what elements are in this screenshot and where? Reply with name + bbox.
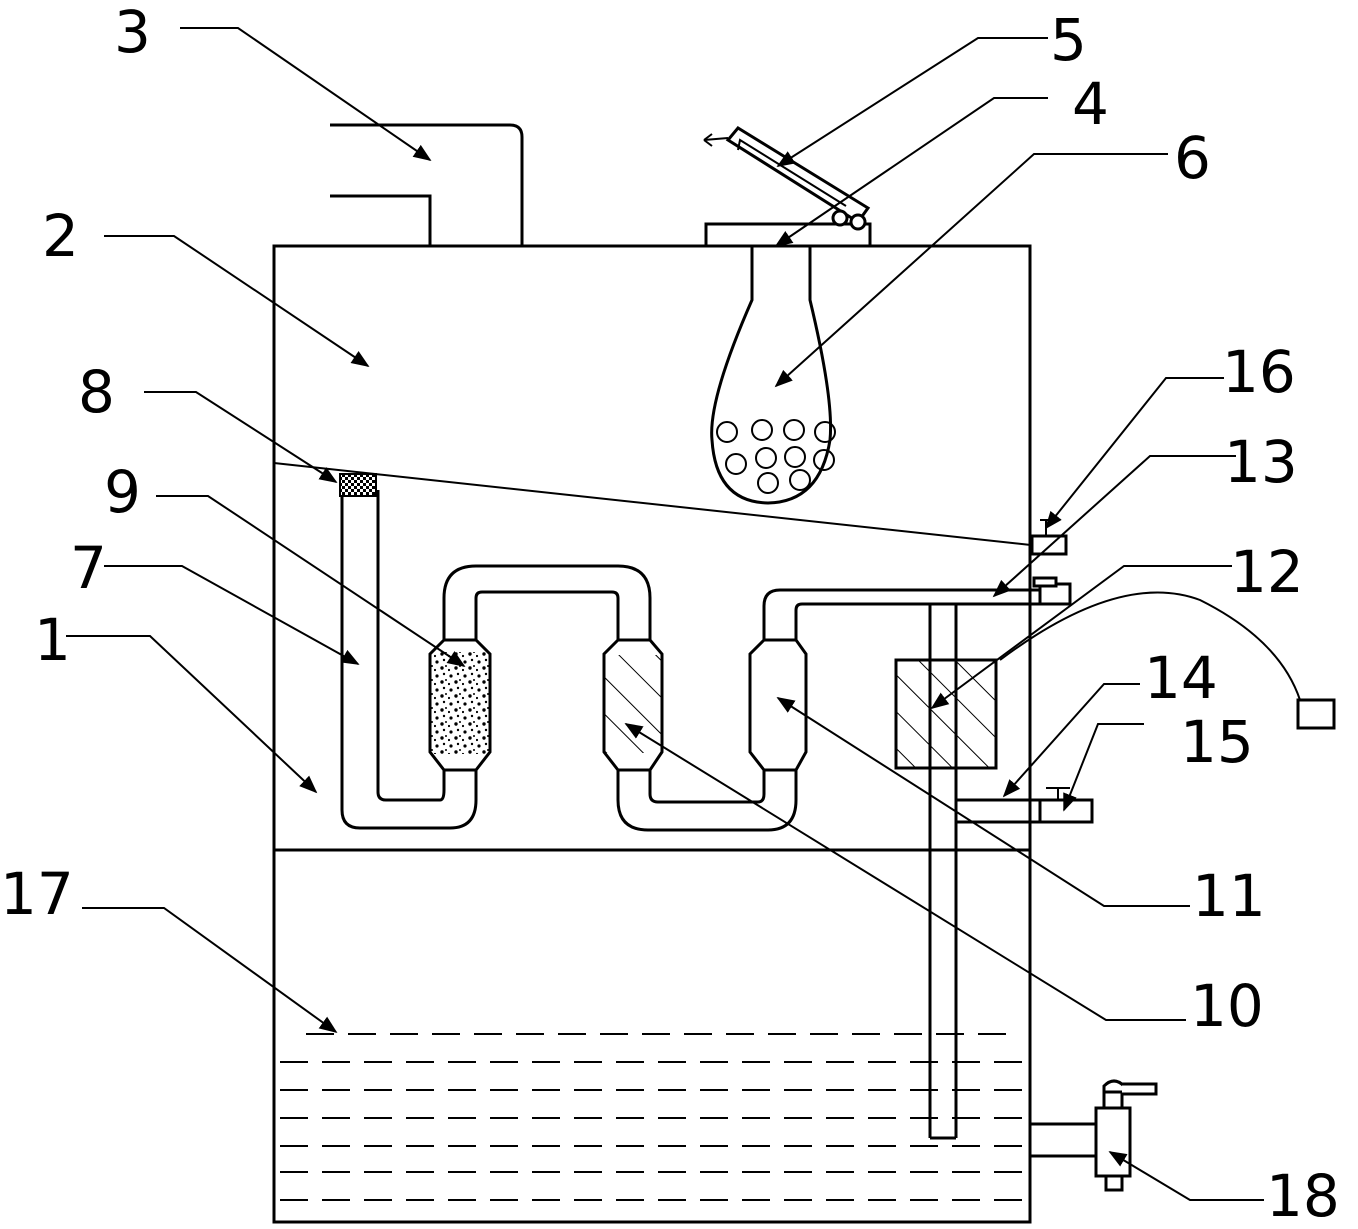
label-6: 6 <box>1174 124 1211 192</box>
sensor-wire <box>273 462 1041 547</box>
filter-11 <box>748 588 1040 772</box>
label-4: 4 <box>1072 70 1109 138</box>
label-14: 14 <box>1144 644 1218 712</box>
label-15: 15 <box>1180 708 1254 776</box>
sensor-cap <box>339 473 377 497</box>
label-7: 7 <box>70 534 107 602</box>
external-box <box>1296 698 1336 730</box>
housing <box>272 244 1032 1224</box>
label-11: 11 <box>1192 862 1266 930</box>
label-5: 5 <box>1050 6 1087 74</box>
label-12: 12 <box>1230 538 1304 606</box>
water-level <box>280 1033 1028 1201</box>
label-13: 13 <box>1224 428 1298 496</box>
filter-9 <box>428 564 652 772</box>
flask-with-beads <box>710 246 836 505</box>
label-18: 18 <box>1266 1162 1340 1229</box>
leader-lines <box>66 27 1264 1201</box>
u-tube-7 <box>340 490 478 830</box>
filter-box-12 <box>894 658 998 770</box>
external-cable <box>999 591 1301 701</box>
label-3: 3 <box>114 0 151 66</box>
branch-pipe-14 <box>954 768 1040 824</box>
drain-tap <box>1030 1079 1158 1192</box>
label-1: 1 <box>34 606 71 674</box>
label-10: 10 <box>1190 972 1264 1040</box>
valve-13 <box>1032 576 1072 606</box>
label-17: 17 <box>0 860 74 928</box>
inlet-duct <box>330 123 524 246</box>
label-2: 2 <box>42 202 79 270</box>
label-8: 8 <box>78 358 115 426</box>
label-16: 16 <box>1222 338 1296 406</box>
label-9: 9 <box>104 458 141 526</box>
lid-assembly <box>703 126 872 248</box>
